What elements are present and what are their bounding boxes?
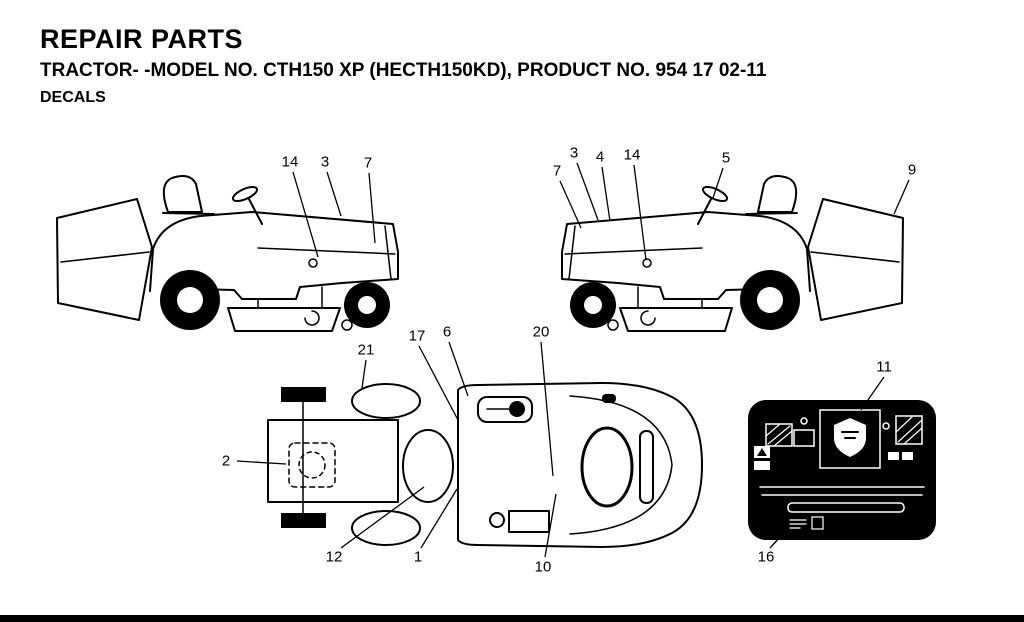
tractor-side-view-left <box>56 175 399 332</box>
tractor-top-view <box>267 382 703 548</box>
model-line: TRACTOR- -MODEL NO. CTH150 XP (HECTH150K… <box>40 60 767 82</box>
section-label: DECALS <box>40 88 106 106</box>
rear-panel-view <box>748 400 936 540</box>
page-header: REPAIR PARTS TRACTOR- -MODEL NO. CTH150 … <box>40 24 766 107</box>
leader-lines <box>236 162 910 558</box>
bottom-bar <box>0 615 1024 622</box>
page-title: REPAIR PARTS <box>40 24 244 54</box>
tractor-side-view-right <box>561 175 904 332</box>
